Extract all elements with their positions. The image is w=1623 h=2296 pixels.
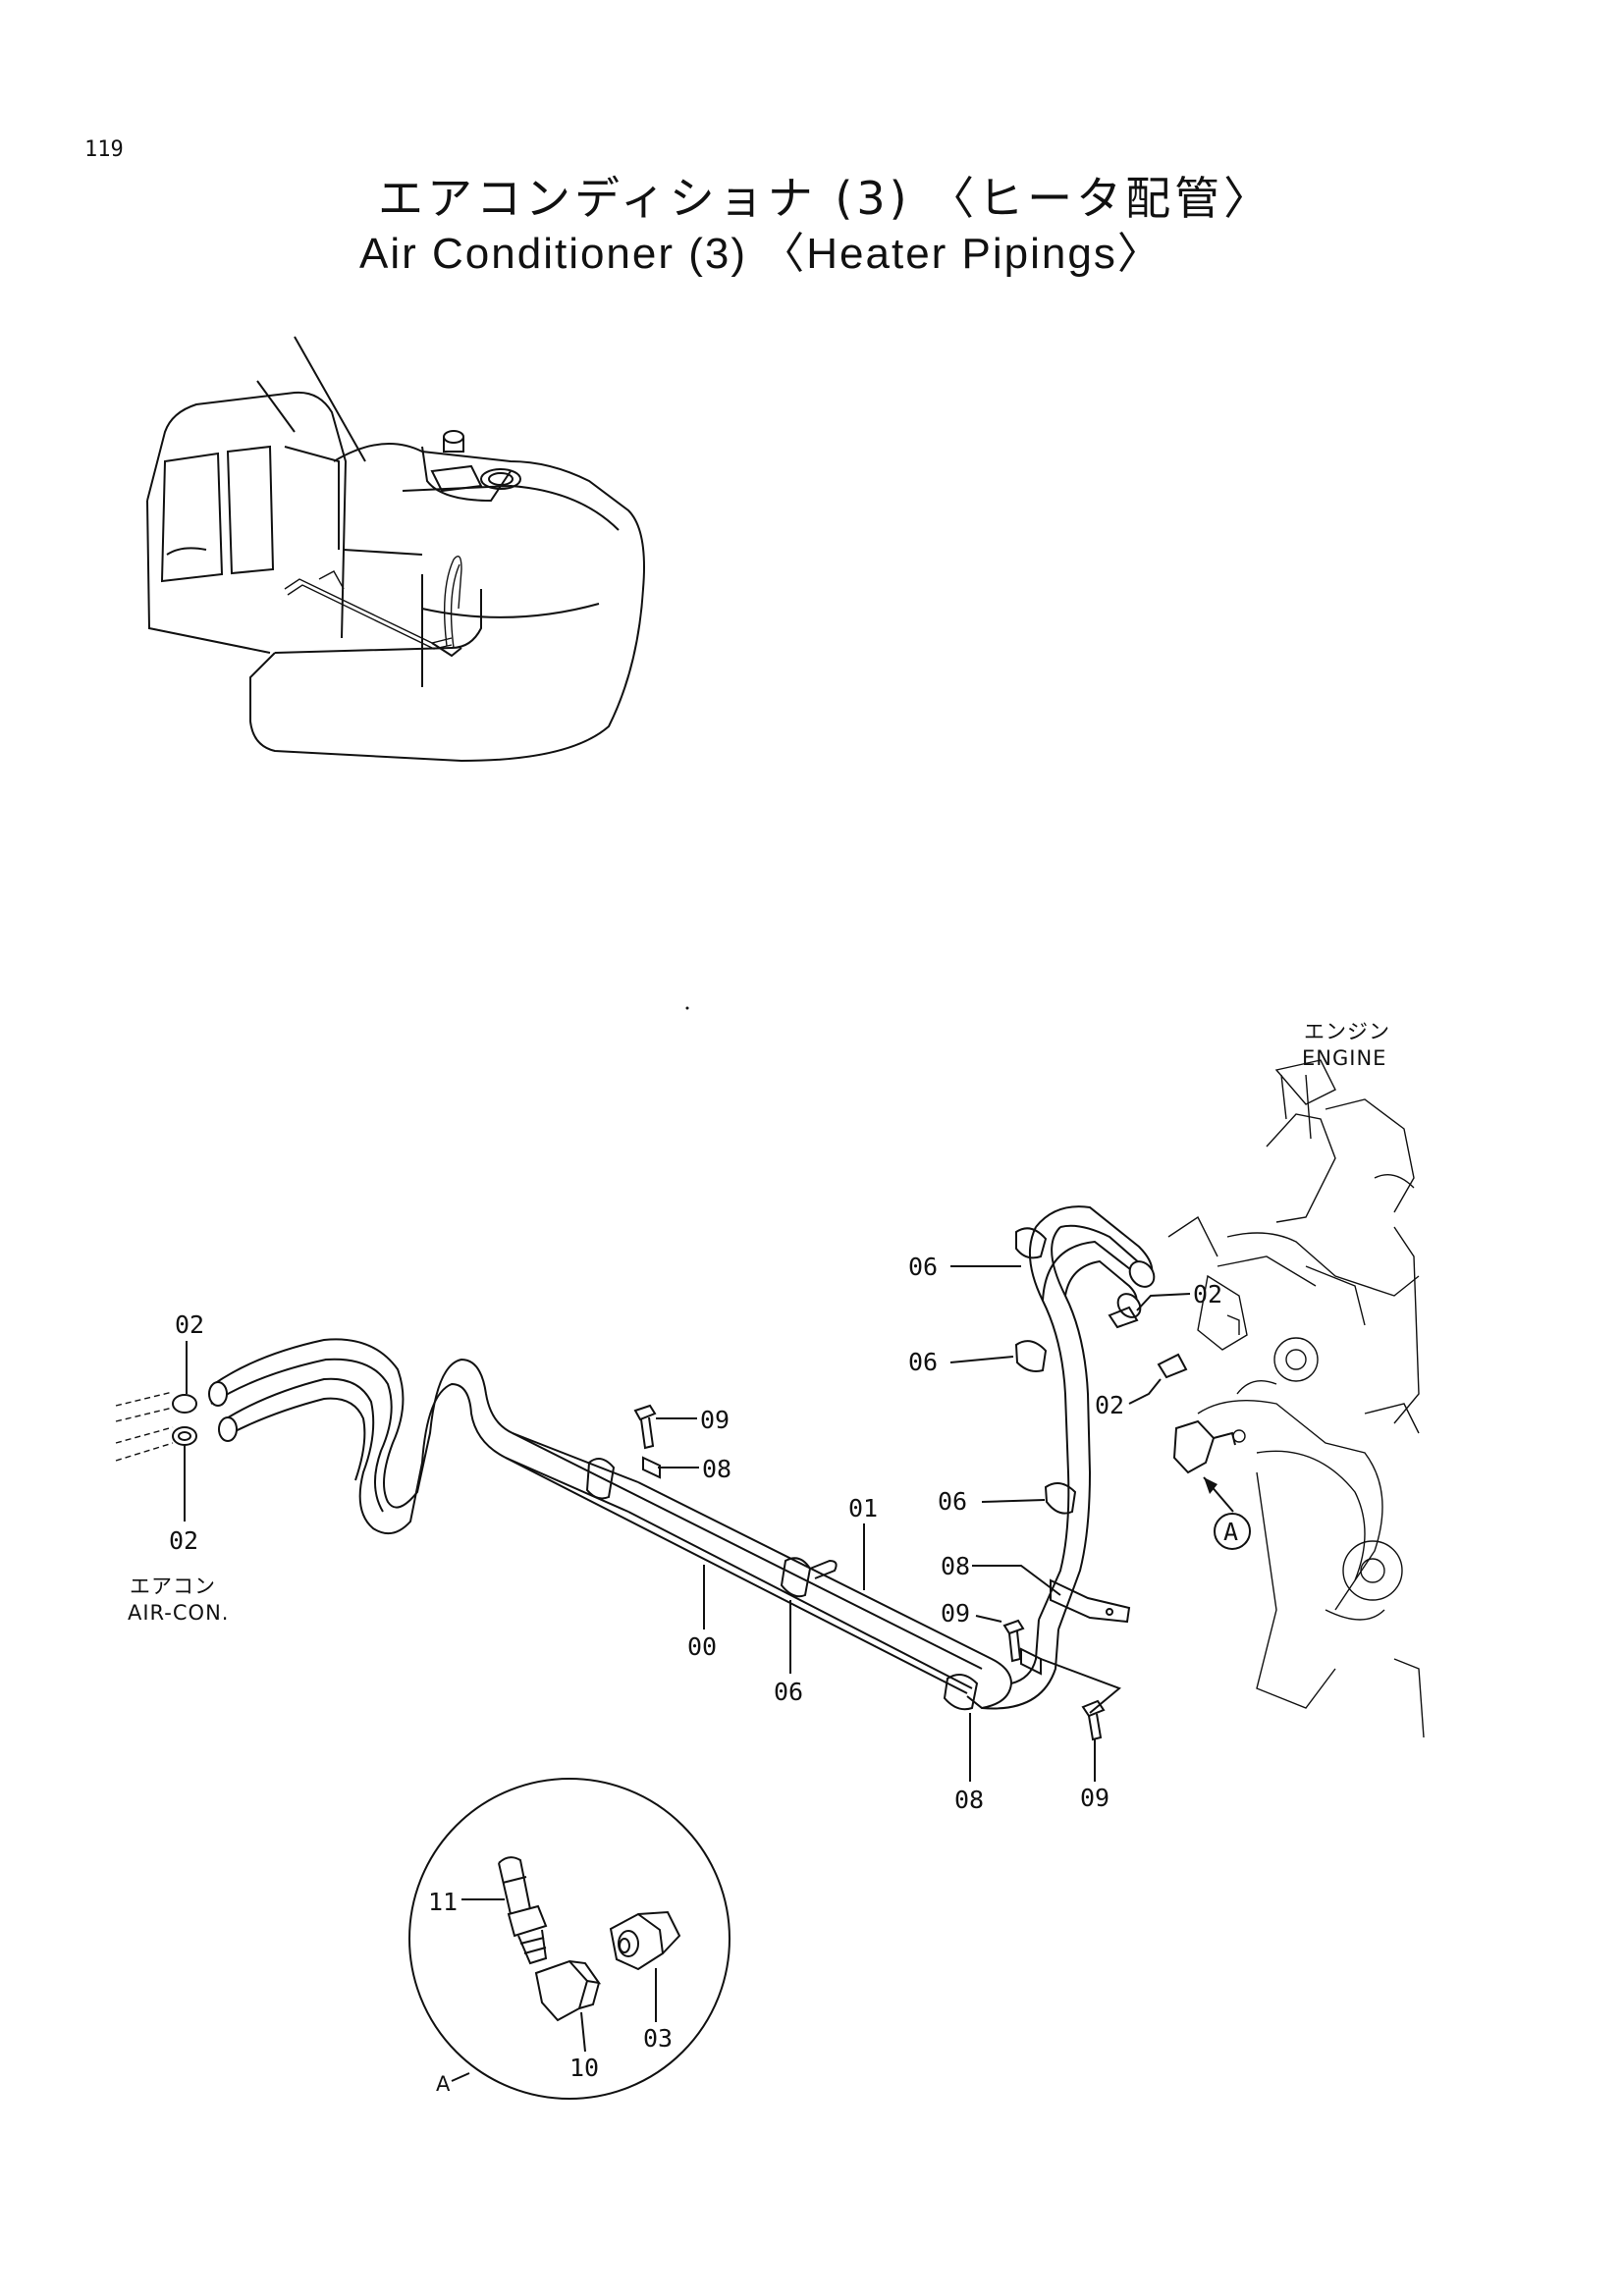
- detail-reference-circle: [1214, 1513, 1251, 1550]
- detail-callout-11: 11: [428, 1888, 458, 1916]
- callout-02-engine-mid: 02: [1095, 1391, 1124, 1419]
- heater-pipe-assembly: [115, 1205, 1156, 1741]
- callout-09-center: 09: [700, 1406, 730, 1434]
- callout-00: 00: [687, 1632, 717, 1661]
- callout-08-right: 08: [941, 1552, 970, 1580]
- callout-06-top1: 06: [908, 1253, 938, 1281]
- detail-reference-letter: A: [1223, 1518, 1238, 1546]
- aircon-label-jp: エアコン: [130, 1575, 216, 1598]
- engine-illustration: [1108, 1059, 1425, 1738]
- callout-08-bottom: 08: [954, 1786, 984, 1814]
- bolt-09-center: [633, 1404, 657, 1450]
- callout-08-center: 08: [702, 1455, 731, 1483]
- page-number: 119: [84, 137, 124, 162]
- callout-09-right: 09: [941, 1599, 970, 1628]
- engine-label-jp: エンジン: [1304, 1020, 1390, 1043]
- detail-a-view: 11 10 03 A: [408, 1778, 730, 2100]
- callout-leaders: [184, 1265, 1234, 1782]
- callout-09-bottom: 09: [1080, 1784, 1109, 1812]
- callout-06-mid: 06: [938, 1487, 967, 1516]
- aircon-label-en: AIR-CON.: [128, 1601, 229, 1625]
- bolt-09-right: [1002, 1619, 1025, 1663]
- location-labels: エンジン ENGINE エアコン AIR-CON.: [128, 1020, 1390, 1625]
- stray-dot: [685, 1006, 689, 1010]
- detail-callout-10: 10: [569, 2054, 599, 2082]
- detail-callout-03: 03: [643, 2024, 673, 2053]
- callout-02-bottom-left: 02: [169, 1526, 198, 1555]
- callout-06-center: 06: [774, 1678, 803, 1706]
- callout-02-engine-top: 02: [1193, 1280, 1222, 1308]
- detail-view-label: A: [436, 2072, 451, 2096]
- page-title-japanese: エアコンディショナ (3) 〈ヒータ配管〉: [378, 172, 1273, 225]
- callout-01: 01: [848, 1494, 878, 1522]
- callout-labels: 02 02 09 08 01 00 06 06 06 06 08 09 08 0…: [169, 1253, 1251, 1814]
- callout-02-top-left: 02: [175, 1310, 204, 1339]
- callout-06-top2: 06: [908, 1348, 938, 1376]
- excavator-overview-illustration: [146, 336, 645, 763]
- bolt-09-bottom: [1081, 1699, 1106, 1741]
- page-title-english: Air Conditioner (3) 〈Heater Pipings〉: [359, 230, 1163, 278]
- engine-label-en: ENGINE: [1302, 1046, 1386, 1070]
